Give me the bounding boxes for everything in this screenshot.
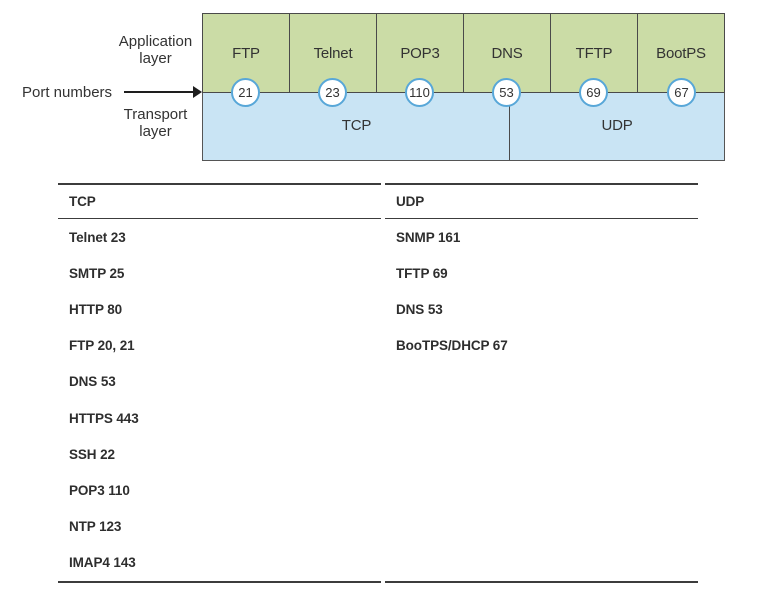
table-row: NTP 123: [69, 519, 122, 535]
table-row: DNS 53: [396, 301, 443, 317]
application-layer-band: FTP Telnet POP3 DNS TFTP BootPS: [202, 13, 725, 93]
port-circle-67: 67: [667, 78, 696, 107]
port-circle-23: 23: [318, 78, 347, 107]
table-row: Telnet 23: [69, 229, 126, 245]
port-number: 23: [325, 85, 340, 100]
transport-layer-label-line2: layer: [139, 123, 172, 140]
app-cell-dns: DNS: [464, 14, 551, 92]
tcp-udp-divider: [509, 93, 510, 160]
protocol-label: Telnet: [313, 44, 353, 62]
application-layer-label: Application layer: [108, 33, 203, 67]
table-row: SSH 22: [69, 446, 115, 462]
table-row: POP3 110: [69, 482, 130, 498]
port-circle-21: 21: [231, 78, 260, 107]
app-cell-tftp: TFTP: [551, 14, 638, 92]
port-numbers-arrow-icon: [193, 86, 202, 98]
table-row: IMAP4 143: [69, 555, 136, 571]
port-circle-53: 53: [492, 78, 521, 107]
port-circle-69: 69: [579, 78, 608, 107]
application-layer-label-line1: Application: [118, 33, 193, 50]
protocol-label: POP3: [400, 44, 440, 62]
port-number: 21: [238, 85, 253, 100]
port-number: 110: [409, 85, 430, 100]
port-number: 53: [499, 85, 514, 100]
transport-layer-label: Transport layer: [108, 106, 203, 140]
tcp-segment-label: TCP: [341, 117, 372, 134]
protocol-label: FTP: [232, 44, 260, 62]
table-row: TFTP 69: [396, 265, 448, 281]
port-number: 69: [586, 85, 601, 100]
application-layer-label-line2: layer: [139, 50, 172, 67]
protocol-label: DNS: [491, 44, 523, 62]
protocol-label: BootPS: [656, 44, 706, 62]
transport-layer-label-line1: Transport: [123, 106, 188, 123]
port-numbers-label: Port numbers: [22, 84, 113, 101]
udp-segment-label: UDP: [601, 117, 633, 134]
app-cell-telnet: Telnet: [290, 14, 377, 92]
table-row: SNMP 161: [396, 229, 461, 245]
table-row: SMTP 25: [69, 265, 125, 281]
udp-column-header: UDP: [385, 185, 698, 219]
table-row: FTP 20, 21: [69, 338, 135, 354]
port-number: 67: [674, 85, 689, 100]
port-numbers-arrow-line: [124, 91, 195, 93]
app-cell-bootps: BootPS: [638, 14, 724, 92]
table-row: BooTPS/DHCP 67: [396, 338, 508, 354]
protocol-label: TFTP: [575, 44, 613, 62]
table-row: HTTP 80: [69, 301, 123, 317]
port-table: TCP Telnet 23 SMTP 25 HTTP 80 FTP 20, 21…: [58, 183, 698, 583]
tcp-column: TCP Telnet 23 SMTP 25 HTTP 80 FTP 20, 21…: [58, 183, 381, 583]
app-cell-pop3: POP3: [377, 14, 464, 92]
transport-layer-band: TCP UDP: [202, 93, 725, 161]
app-cell-ftp: FTP: [203, 14, 290, 92]
udp-column: UDP SNMP 161 TFTP 69 DNS 53 BooTPS/DHCP …: [385, 183, 698, 583]
port-circle-110: 110: [405, 78, 434, 107]
table-row: DNS 53: [69, 374, 116, 390]
table-row: HTTPS 443: [69, 410, 139, 426]
tcp-column-header: TCP: [58, 185, 381, 219]
